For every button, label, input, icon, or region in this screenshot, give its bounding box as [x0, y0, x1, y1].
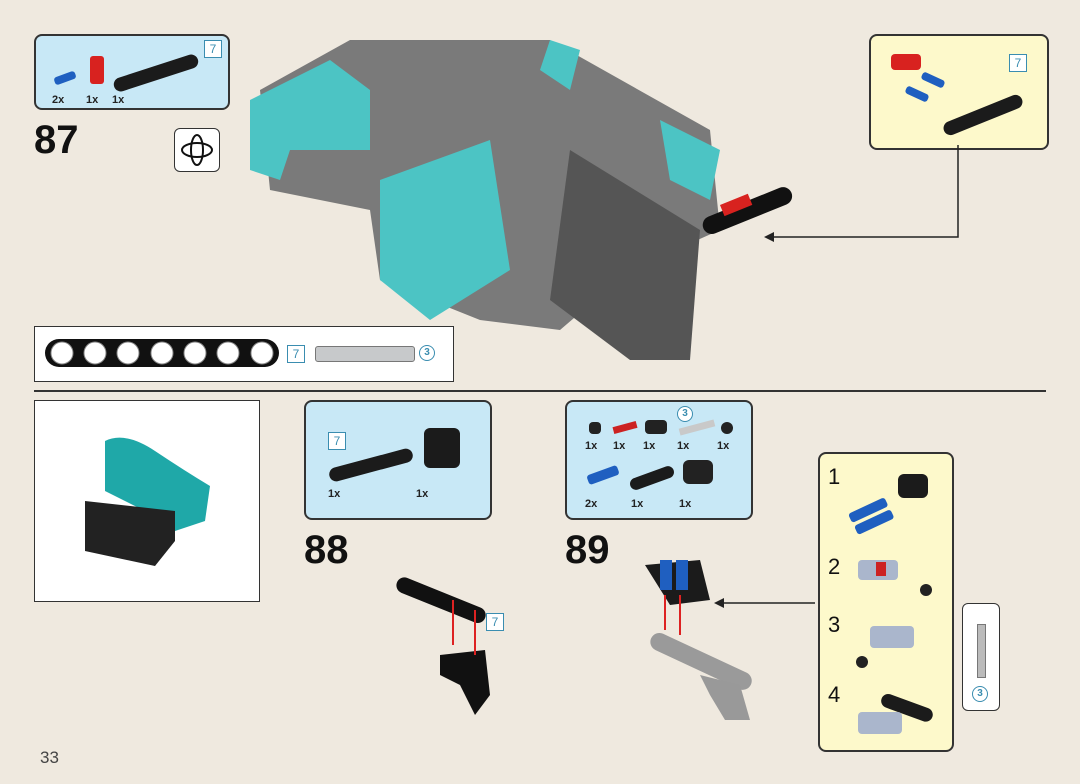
callout-pointer-line [764, 145, 959, 242]
ruler-beam-length: 7 [287, 345, 305, 363]
page-number: 33 [40, 748, 59, 767]
step-87-parts-box: 7 2x 1x 1x [34, 34, 230, 110]
step-89-parts-box: 3 1x 1x 1x 1x 1x 2x 1x 1x [565, 400, 753, 520]
submodel-preview [34, 400, 260, 602]
black-connector-part [645, 420, 667, 434]
grey-axle-part [977, 624, 986, 678]
substep-number: 3 [828, 612, 841, 637]
axle-callout-length: 3 [972, 686, 988, 702]
black-beam-part [111, 52, 201, 94]
step-number: 88 [304, 528, 349, 572]
highlighted-beam [702, 187, 793, 234]
red-connector-part [90, 56, 104, 84]
section-divider [34, 390, 1046, 392]
part-qty: 1x [416, 488, 429, 500]
black-beam-part [941, 92, 1025, 138]
part-qty: 1x [679, 498, 692, 510]
part-qty: 1x [613, 440, 626, 452]
step-number: 89 [565, 528, 610, 572]
axle-callout: 3 [962, 603, 1000, 711]
part-qty: 1x [328, 488, 341, 500]
ruler-box: 7 3 [34, 326, 454, 382]
substep-number: 1 [828, 464, 841, 489]
substep-illustrations [848, 474, 933, 734]
beam-ruler [45, 339, 279, 367]
ruler-axle-length: 3 [419, 345, 435, 361]
step-88-parts-box: 7 1x 1x [304, 400, 492, 520]
axle-length-label: 3 [677, 406, 693, 422]
part-qty: 1x [643, 440, 656, 452]
black-connector-part [424, 428, 460, 468]
blue-pin-part [920, 71, 946, 89]
step-number: 87 [34, 118, 79, 162]
step-87-callout: 7 [869, 34, 1049, 150]
rotate-model-icon [174, 128, 220, 172]
beam-length-label: 7 [204, 40, 222, 58]
part-qty: 1x [631, 498, 644, 510]
substep-number: 2 [828, 554, 841, 579]
part-qty: 1x [86, 94, 99, 106]
assembly-beam-length: 7 [486, 613, 504, 631]
substep-number: 4 [828, 682, 841, 707]
step-89-assembly [645, 560, 815, 720]
blue-pin-part [53, 70, 77, 86]
part-qty: 1x [717, 440, 730, 452]
step-89-substeps-callout: 1 2 3 4 [818, 452, 954, 752]
beam-length-label: 7 [328, 432, 346, 450]
callout-beam-length: 7 [1009, 54, 1027, 72]
black-bush-part [589, 422, 601, 434]
step-87-model-illustration [250, 40, 793, 360]
black-connector-part [683, 460, 713, 484]
black-beam-part [628, 464, 676, 492]
part-qty: 2x [585, 498, 598, 510]
step-88-assembly [396, 577, 490, 715]
red-axle-part [612, 421, 638, 434]
part-qty: 1x [677, 440, 690, 452]
blue-pin-part [904, 85, 930, 103]
part-qty: 1x [585, 440, 598, 452]
red-connector-part [891, 54, 921, 70]
axle-ruler [315, 346, 415, 362]
part-qty: 1x [112, 94, 125, 106]
black-bush-part [721, 422, 733, 434]
black-beam-part [327, 447, 415, 483]
part-qty: 2x [52, 94, 65, 106]
blue-pin-part [586, 464, 620, 486]
